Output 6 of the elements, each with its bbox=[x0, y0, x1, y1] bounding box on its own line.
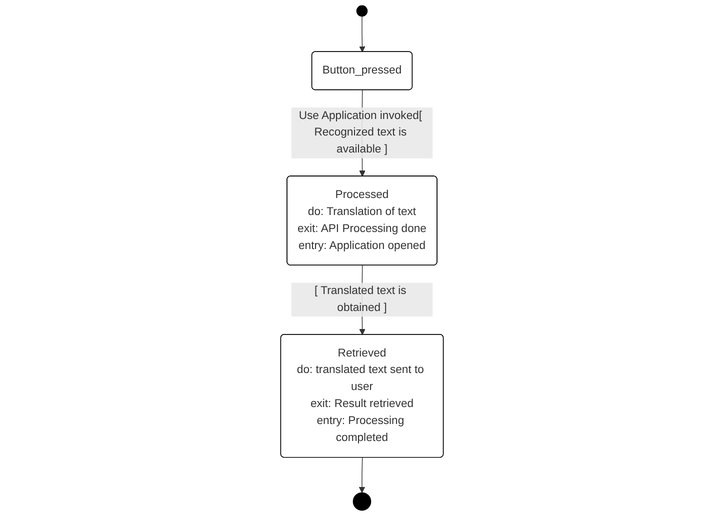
arrow bbox=[358, 457, 365, 493]
node-circle bbox=[356, 5, 368, 17]
node-circle bbox=[352, 492, 371, 511]
edge-label: [ Translated text is obtained ] bbox=[314, 284, 406, 314]
arrow bbox=[358, 16, 365, 52]
edge-label: Use Application invoked[ Recognized text is available ] bbox=[298, 110, 422, 156]
